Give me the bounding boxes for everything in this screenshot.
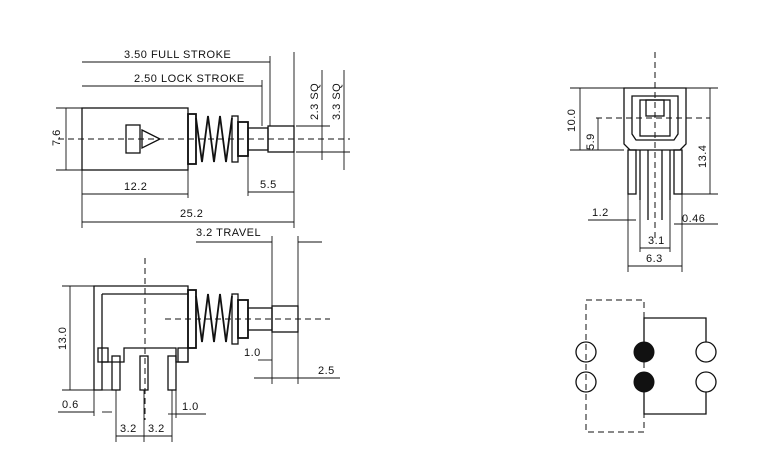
pin-width-label: 0.6	[62, 399, 79, 411]
travel-label: 3.2 TRAVEL	[196, 227, 261, 239]
schematic-bottom-connection	[643, 392, 707, 415]
front-pin-spacing-label: 3.1	[648, 235, 665, 247]
schematic-dashed-box	[585, 299, 645, 433]
lower-plunger	[271, 305, 299, 333]
front-height-total-label: 13.4	[697, 145, 709, 168]
body-length-label: 12.2	[124, 181, 147, 193]
schematic-top-connection	[643, 317, 707, 352]
lower-pin-3	[167, 355, 177, 391]
pin-pitch-right-label: 3.2	[148, 423, 165, 435]
front-view: 10.0 5.9 13.4 1.2 0.46 3.1 6.3	[566, 52, 718, 272]
offset-a-label: 1.0	[244, 347, 261, 359]
front-housing-inner	[631, 95, 679, 141]
total-length-label: 25.2	[180, 208, 203, 220]
terminal-filled-2	[633, 371, 655, 393]
front-pin-left-label: 1.2	[592, 207, 609, 219]
terminal-open-2	[695, 341, 717, 363]
terminal-open-4	[695, 371, 717, 393]
lower-front-plate	[187, 289, 197, 349]
pin-right	[673, 149, 683, 195]
lower-pin-1	[111, 355, 121, 391]
terminal-filled-1	[633, 341, 655, 363]
lower-housing	[93, 285, 189, 391]
front-width-label: 6.3	[646, 253, 663, 265]
shaft-length-label: 5.5	[260, 179, 277, 191]
schematic	[575, 299, 717, 433]
front-center-height-label: 5.9	[585, 133, 597, 150]
front-button	[645, 99, 665, 117]
plunger	[267, 125, 295, 153]
side-view: 3.50 FULL STROKE 2.50 LOCK STROKE 2.3 SQ…	[51, 49, 350, 228]
sq-small-label: 2.3 SQ	[309, 83, 321, 120]
full-stroke-label: 3.50 FULL STROKE	[124, 49, 231, 61]
pin-gap-label: 1.0	[182, 401, 199, 413]
terminal-open-3	[575, 371, 597, 393]
lower-view: 3.2 TRAVEL 13.0 1.0 2.5 0.6 3.2 3.2 1.0	[57, 227, 340, 442]
arrow-icon	[141, 128, 162, 150]
lower-spring	[195, 293, 233, 343]
lower-height-label: 13.0	[57, 327, 69, 350]
lock-stroke-label: 2.50 LOCK STROKE	[134, 73, 245, 85]
pin-left	[627, 149, 637, 195]
front-plate	[187, 113, 197, 165]
terminal-open-1	[575, 341, 597, 363]
offset-b-label: 2.5	[318, 365, 335, 377]
front-pin-thickness-label: 0.46	[682, 213, 705, 225]
spring	[195, 115, 233, 163]
height-label: 7.6	[51, 129, 63, 146]
lower-pin-2	[139, 355, 149, 391]
front-height-inner-label: 10.0	[566, 109, 578, 132]
sq-large-label: 3.3 SQ	[331, 83, 343, 120]
body-marker-rect	[125, 124, 141, 154]
pin-pitch-left-label: 3.2	[120, 423, 137, 435]
